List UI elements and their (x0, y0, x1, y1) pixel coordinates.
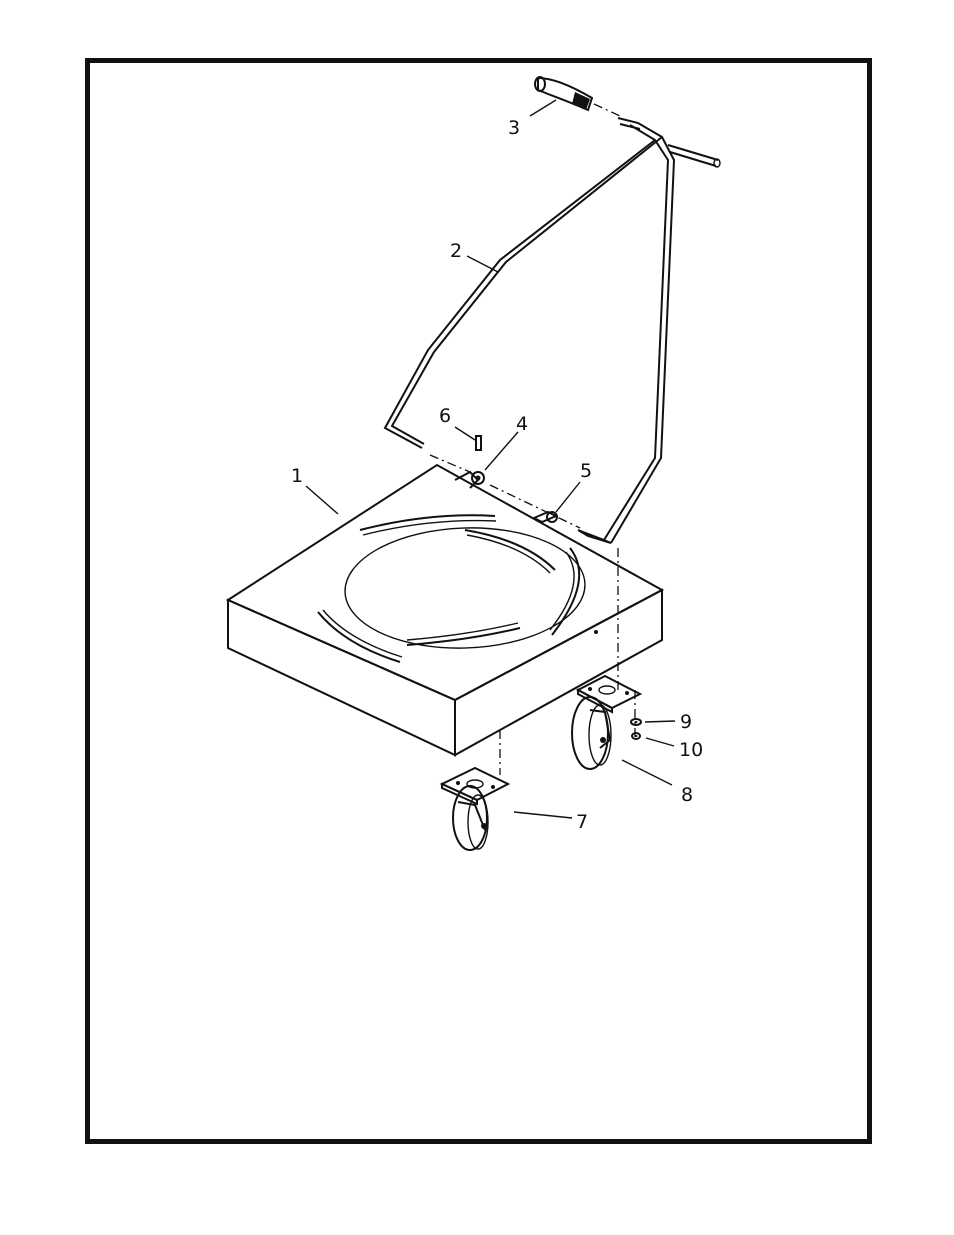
hardware-pins-clips (430, 436, 580, 528)
handle-grip (535, 77, 620, 116)
callout-1: 1 (291, 465, 303, 487)
callout-4: 4 (516, 413, 528, 435)
callout-2: 2 (450, 240, 462, 262)
callout-7: 7 (576, 811, 588, 833)
washers (631, 719, 641, 739)
callout-3: 3 (508, 117, 520, 139)
callout-5: 5 (580, 460, 592, 482)
callout-8: 8 (681, 784, 693, 806)
callout-6: 6 (439, 405, 451, 427)
callout-10: 10 (679, 739, 703, 761)
callout-9: 9 (680, 711, 692, 733)
caster-wheel-right (572, 676, 640, 769)
caster-wheel-left (442, 768, 508, 850)
handle-frame (385, 118, 720, 543)
